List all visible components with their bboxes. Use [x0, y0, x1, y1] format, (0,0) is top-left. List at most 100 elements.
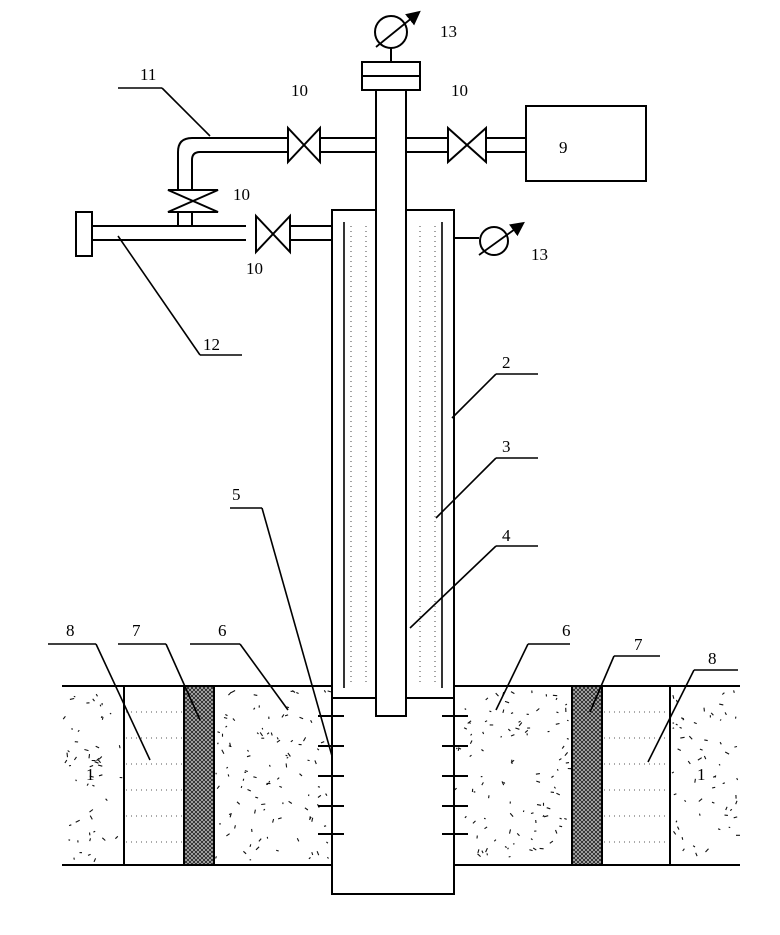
- speckle-mark: [92, 698, 95, 702]
- annulus-pressure-gauge: [454, 221, 525, 256]
- speckle-mark: [240, 785, 243, 789]
- speckle-mark: [724, 712, 727, 716]
- speckle-mark: [89, 809, 94, 813]
- speckle-mark: [253, 694, 258, 696]
- speckle-mark: [89, 838, 92, 842]
- speckle-mark: [304, 807, 309, 811]
- speckle-mark: [259, 732, 264, 737]
- speckle-mark: [692, 845, 696, 848]
- speckle-mark: [518, 720, 521, 723]
- speckle-mark: [710, 712, 714, 716]
- speckle-mark: [508, 855, 511, 858]
- speckle-mark: [75, 779, 77, 782]
- speckle-mark: [242, 778, 245, 781]
- speckle-mark: [711, 801, 715, 804]
- speckle-mark: [529, 849, 533, 852]
- speckle-mark: [681, 836, 684, 840]
- speckle-mark: [675, 723, 678, 726]
- speckle-mark: [473, 791, 476, 793]
- speckle-mark: [64, 759, 68, 764]
- speckle-mark: [229, 742, 232, 748]
- speckle-mark: [455, 747, 458, 750]
- label-6-left: 6: [218, 621, 227, 640]
- speckle-mark: [671, 771, 675, 774]
- speckle-mark: [88, 754, 91, 759]
- speckle-mark: [714, 775, 717, 778]
- label-8-right: 8: [708, 649, 717, 668]
- speckle-mark: [524, 729, 529, 734]
- speckle-mark: [95, 693, 98, 697]
- speckle-mark: [291, 690, 296, 693]
- speckle-mark: [501, 781, 505, 786]
- speckle-mark: [223, 716, 228, 719]
- label-5: 5: [232, 485, 241, 504]
- speckle-mark: [296, 691, 299, 695]
- speckle-mark: [87, 853, 91, 856]
- speckle-mark: [457, 747, 462, 750]
- speckle-mark: [482, 731, 485, 735]
- speckle-mark: [290, 739, 294, 743]
- speckle-mark: [288, 800, 293, 804]
- speckle-mark: [515, 727, 520, 730]
- speckle-mark: [67, 750, 70, 753]
- speckle-mark: [530, 812, 534, 815]
- speckle-mark: [503, 781, 506, 784]
- speckle-mark: [504, 846, 507, 848]
- speckle-mark: [493, 839, 497, 842]
- speckle-mark: [247, 788, 252, 792]
- speckle-mark: [464, 708, 467, 710]
- speckle-mark: [279, 785, 283, 788]
- speckle-mark: [705, 848, 709, 853]
- speckle-mark: [477, 849, 480, 854]
- label-6-right: 6: [562, 621, 571, 640]
- speckle-mark: [98, 774, 103, 777]
- end-flange: [75, 211, 93, 257]
- speckle-mark: [89, 775, 94, 778]
- speckle-mark: [276, 849, 279, 852]
- speckle-mark: [316, 850, 320, 856]
- speckle-mark: [77, 729, 80, 732]
- speckle-mark: [299, 716, 304, 720]
- formation-speckle: [62, 690, 740, 863]
- label-7-left: 7: [132, 621, 141, 640]
- label-10-upper-right: 10: [451, 81, 468, 100]
- tubing: [375, 89, 407, 717]
- speckle-mark: [285, 763, 288, 768]
- speckle-mark: [323, 825, 327, 827]
- speckle-mark: [536, 708, 540, 712]
- speckle-mark: [733, 816, 738, 819]
- speckle-mark: [86, 783, 89, 786]
- speckle-mark: [310, 720, 313, 724]
- speckle-mark: [703, 755, 707, 760]
- speckle-mark: [489, 710, 492, 713]
- speckle-mark: [270, 732, 273, 736]
- speckle-mark: [109, 712, 112, 715]
- speckle-mark: [733, 690, 735, 693]
- speckle-mark: [681, 717, 684, 720]
- speckle-mark: [522, 810, 525, 813]
- label-12: 12: [203, 335, 220, 354]
- speckle-mark: [93, 830, 96, 833]
- speckle-mark: [719, 719, 722, 721]
- label-13-top: 13: [440, 22, 457, 41]
- speckle-mark: [559, 825, 563, 828]
- speckle-mark: [226, 766, 229, 769]
- speckle-mark: [243, 850, 247, 855]
- speckle-mark: [507, 728, 511, 732]
- speckle-mark: [735, 800, 738, 805]
- speckle-mark: [673, 830, 677, 835]
- speckle-mark: [566, 719, 569, 722]
- speckle-mark: [217, 731, 221, 734]
- speckle-mark: [303, 737, 307, 742]
- speckle-mark: [555, 722, 560, 725]
- speckle-mark: [697, 757, 702, 761]
- label-10-vertical: 10: [233, 185, 250, 204]
- speckle-mark: [510, 734, 515, 737]
- speckle-mark: [677, 748, 682, 751]
- label-1-left: 1: [86, 765, 95, 784]
- speckle-mark: [261, 803, 266, 806]
- speckle-mark: [268, 764, 271, 767]
- speckle-mark: [725, 806, 728, 811]
- speckle-mark: [272, 818, 275, 823]
